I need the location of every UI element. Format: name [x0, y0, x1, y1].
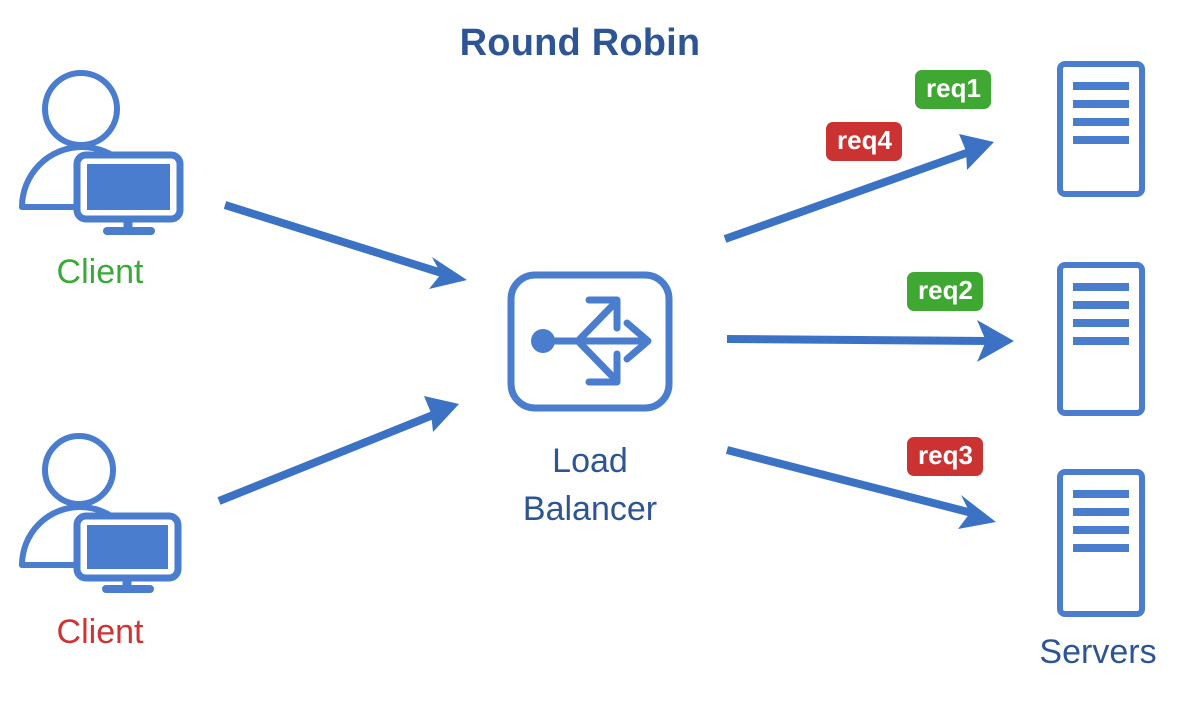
arrow-head-icon: [959, 134, 994, 170]
arrow-shaft: [223, 201, 447, 278]
branch-down-line: [574, 337, 617, 381]
arrow-client-1-to-load-balancer: [223, 201, 467, 289]
server-slot-icon: [1073, 337, 1129, 345]
server-chassis-icon[interactable]: [1057, 61, 1145, 197]
request-badge-req2[interactable]: req2: [907, 272, 983, 311]
arrow-shaft: [726, 335, 991, 345]
request-badge-req4[interactable]: req4: [826, 122, 902, 161]
monitor-screen-icon: [87, 164, 170, 210]
server-slot-icon: [1073, 508, 1129, 516]
arrow-head-icon: [424, 396, 459, 432]
server-slot-icon: [1073, 544, 1129, 552]
server-slot-icon: [1073, 100, 1129, 108]
server-chassis-icon[interactable]: [1057, 469, 1145, 617]
load-balancer-label: Load Balancer: [470, 437, 710, 533]
client-2-label: Client: [56, 613, 144, 651]
arrow-load-balancer-to-server-2: [726, 320, 1014, 362]
branch-up-arrowhead-icon: [585, 296, 621, 332]
arrow-load-balancer-to-server-1: [723, 134, 994, 243]
person-head-icon: [42, 70, 120, 148]
server-slot-icon: [1073, 136, 1129, 144]
client-1-icon: [19, 70, 184, 235]
branch-up-line: [574, 301, 617, 345]
server-slot-icon: [1073, 301, 1129, 309]
person-head-icon: [42, 433, 116, 507]
arrow-shaft: [217, 409, 440, 505]
request-badge-req1[interactable]: req1: [915, 70, 991, 109]
branch-origin-dot-icon: [531, 329, 555, 353]
arrow-head-icon: [977, 320, 1014, 362]
arrow-shaft: [726, 446, 973, 517]
monitor-screen-icon: [87, 525, 168, 569]
client-1-label: Client: [56, 253, 144, 291]
servers-group-label: Servers: [1039, 633, 1157, 671]
arrow-head-icon: [958, 495, 996, 529]
server-3-icon[interactable]: [1057, 469, 1145, 617]
server-slot-icon: [1073, 283, 1129, 291]
load-balancer-icon[interactable]: [507, 271, 673, 412]
load-balancer-label-line2: Balancer: [522, 490, 658, 528]
arrow-shaft: [723, 147, 974, 243]
request-badge-req3[interactable]: req3: [907, 437, 983, 476]
server-slot-icon: [1073, 490, 1129, 498]
server-slot-icon: [1073, 319, 1129, 327]
load-balancer-label-line1: Load: [552, 442, 628, 480]
client-2-icon: [19, 433, 182, 593]
server-2-icon[interactable]: [1057, 262, 1145, 416]
arrow-client-2-to-load-balancer: [217, 396, 459, 505]
arrow-head-icon: [429, 257, 467, 289]
monitor-base-icon: [103, 227, 155, 235]
server-slot-icon: [1073, 82, 1129, 90]
server-slot-icon: [1073, 526, 1129, 534]
server-slot-icon: [1073, 118, 1129, 126]
server-1-icon[interactable]: [1057, 61, 1145, 197]
branch-down-arrowhead-icon: [585, 350, 621, 386]
page-title: Round Robin: [459, 22, 701, 64]
monitor-base-icon: [102, 585, 154, 593]
branch-right-arrowhead-icon: [623, 319, 652, 363]
arrow-load-balancer-to-server-3: [726, 446, 996, 529]
